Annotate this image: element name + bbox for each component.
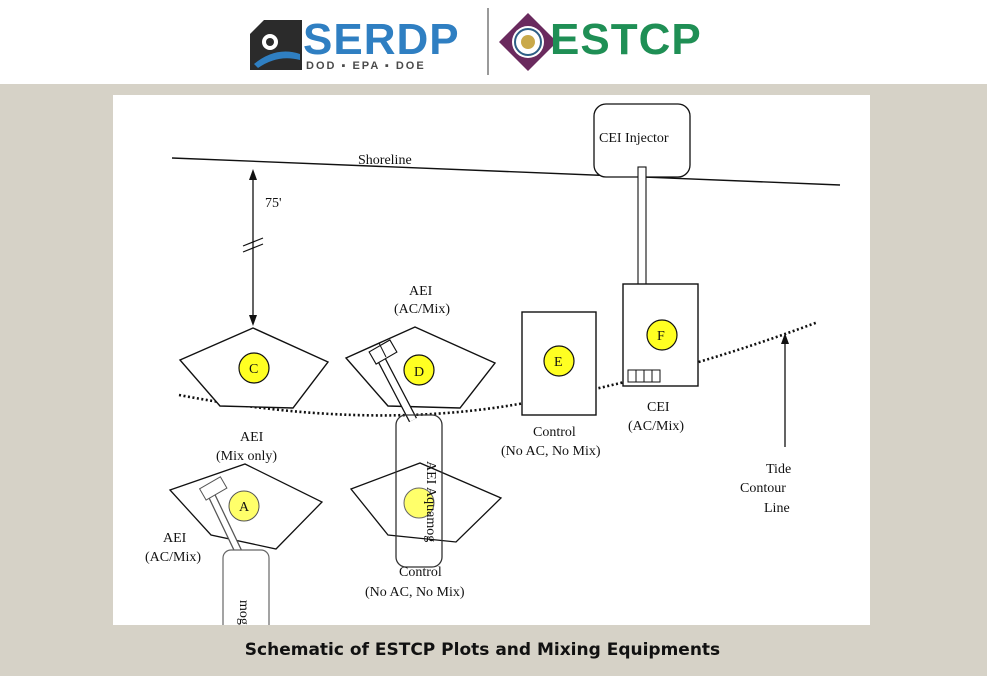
plot-d-marker bbox=[403, 354, 435, 386]
plot-a-caption: AEI bbox=[240, 430, 264, 445]
tide-arrow-head bbox=[781, 333, 789, 344]
plot-f-marker bbox=[646, 319, 678, 351]
plot-e-caption: (No AC, No Mix) bbox=[501, 444, 601, 459]
distance-label: 75' bbox=[265, 196, 282, 211]
plot-a-label: A bbox=[239, 500, 250, 515]
tide-contour-label: Contour bbox=[740, 481, 786, 496]
distance-arrow-bottom-head bbox=[249, 315, 257, 326]
figure-caption: Schematic of ESTCP Plots and Mixing Equi… bbox=[244, 640, 721, 660]
plot-e-label: E bbox=[554, 355, 563, 370]
plot-f-caption: (AC/Mix) bbox=[628, 419, 684, 434]
aquamog-body bbox=[395, 414, 443, 568]
aei-left-caption: (AC/Mix) bbox=[145, 550, 201, 565]
plot-d-caption: (AC/Mix) bbox=[394, 302, 450, 317]
plot-a-caption: (Mix only) bbox=[216, 449, 277, 464]
plot-e-marker bbox=[543, 345, 575, 377]
plot-f-label: F bbox=[657, 329, 665, 344]
plot-d-caption: AEI bbox=[409, 284, 433, 299]
aquamog-arm bbox=[375, 351, 416, 422]
tide-contour-label: Tide bbox=[766, 462, 791, 477]
logo-divider bbox=[487, 8, 489, 75]
aquamog-partial-body bbox=[222, 549, 270, 625]
serdp-logo-text: SERDP bbox=[303, 15, 460, 64]
plot-e-caption: Control bbox=[533, 425, 576, 440]
plot-d-label: D bbox=[414, 365, 424, 380]
serdp-emblem-icon bbox=[250, 20, 302, 70]
aquamog-partial-label: mog bbox=[236, 600, 251, 625]
shoreline-line bbox=[171, 157, 841, 186]
estcp-seal-icon bbox=[499, 13, 557, 71]
control-bottom-caption: Control bbox=[399, 565, 442, 580]
plot-a-marker bbox=[228, 490, 260, 522]
plot-c-marker bbox=[238, 352, 270, 384]
control-bottom-caption: (No AC, No Mix) bbox=[365, 585, 465, 600]
plot-schematic-diagram: Shoreline 75' CEI Injector C D AEI (AC/M… bbox=[145, 103, 841, 625]
aei-left-caption: AEI bbox=[163, 531, 187, 546]
estcp-logo-text: ESTCP bbox=[550, 15, 702, 64]
plot-f-caption: CEI bbox=[647, 400, 670, 415]
aquamog-mixer-head bbox=[198, 476, 228, 501]
schematic-panel: Shoreline 75' CEI Injector C D AEI (AC/M… bbox=[113, 95, 870, 625]
plot-control-bottom-marker bbox=[403, 487, 435, 519]
header-banner: SERDP DOD ▪ EPA ▪ DOE ESTCP bbox=[0, 0, 987, 84]
distance-break-mark bbox=[242, 243, 264, 253]
aquamog-mixer-head bbox=[378, 342, 387, 358]
plot-c-label: C bbox=[249, 362, 258, 377]
serdp-logo-tagline: DOD ▪ EPA ▪ DOE bbox=[306, 60, 426, 72]
shoreline-label: Shoreline bbox=[358, 153, 412, 168]
aquamog-arm bbox=[206, 488, 244, 559]
aquamog-label: AEI Aquamog bbox=[423, 461, 438, 542]
cei-injector-label: CEI Injector bbox=[599, 131, 669, 146]
tide-contour-label: Line bbox=[764, 501, 790, 516]
distance-arrow-top-head bbox=[249, 169, 257, 180]
distance-break-mark bbox=[242, 237, 264, 247]
